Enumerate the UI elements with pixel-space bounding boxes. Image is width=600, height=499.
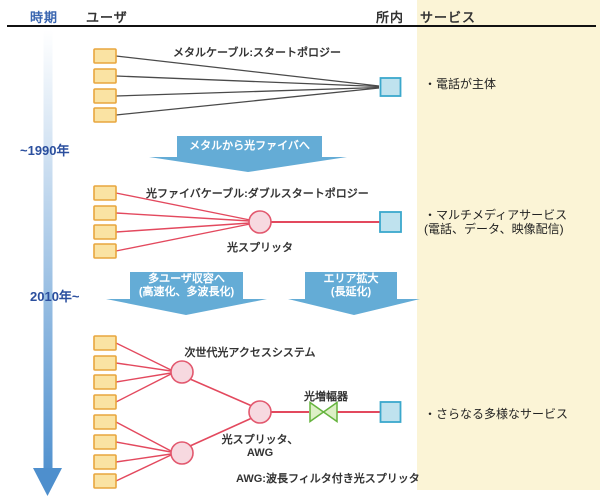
banner-metal-to-fiber-label: メタルから光ファイバへ: [189, 140, 310, 152]
banner-multi-user-line2: (高速化、多波長化): [138, 286, 235, 298]
metal-cable-line: [115, 55, 380, 87]
fiber-line: [115, 373, 172, 403]
optical-splitter-node-lower: [170, 441, 194, 465]
fiber-line: [115, 342, 172, 371]
timeline-label-1990: ~1990年: [20, 143, 70, 158]
splitter-label-stage2: 光スプリッタ: [227, 242, 293, 254]
metal-cable-line: [115, 75, 380, 88]
amplifier-right-triangle: [322, 401, 338, 423]
user-box: [93, 48, 117, 64]
header-divider: [7, 25, 596, 27]
user-box: [93, 374, 117, 390]
timeline-arrow-shaft: [43, 30, 53, 470]
fiber-line: [115, 362, 172, 372]
optical-splitter-awg-node: [248, 400, 272, 424]
metal-cable-line: [115, 87, 380, 116]
service-column-background: [417, 0, 600, 490]
fiber-line: [115, 222, 251, 233]
fiber-line: [115, 223, 251, 252]
column-header-office: 所内: [376, 10, 405, 25]
fiber-line: [115, 212, 251, 222]
service-multimedia-line1: ・マルチメディアサービス: [424, 208, 568, 222]
banner-area-expansion-label: エリア拡大 (長延化): [305, 273, 397, 299]
user-box: [93, 355, 117, 371]
splitter-awg-label: 光スプリッタ、 AWG: [210, 431, 310, 459]
banner-multi-user-label: 多ユーザ収容へ (高速化、多波長化): [130, 273, 243, 299]
fiber-line: [115, 421, 172, 452]
banner-multi-user-line1: 多ユーザ収容へ: [148, 273, 225, 285]
awg-footnote: AWG:波長フィルタ付き光スプリッタ: [236, 473, 420, 485]
office-box-stage1: [379, 77, 402, 97]
stage1-user-boxes: [93, 48, 117, 123]
timeline-arrow-head: [33, 468, 62, 496]
office-box-stage2: [379, 211, 402, 233]
user-box: [93, 205, 117, 221]
user-box: [93, 434, 117, 450]
stage3-title: 次世代光アクセスシステム: [184, 347, 316, 359]
splitter-awg-label-line2: AWG: [246, 447, 274, 459]
metal-cable-line: [115, 86, 380, 97]
fiber-lines-stage2: [115, 192, 380, 252]
fiber-line: [115, 192, 251, 221]
column-header-service: サービス: [420, 10, 477, 25]
user-box: [93, 454, 117, 470]
service-multimedia-line2: (電話、データ、映像配信): [424, 222, 564, 236]
optical-amplifier-icon: [309, 401, 338, 423]
fiber-line: [189, 378, 253, 407]
user-box: [93, 414, 117, 430]
banner-area-expansion-shape: [288, 272, 420, 315]
metal-cable-lines: [115, 55, 380, 116]
fiber-line: [115, 454, 172, 482]
banner-area-line1: エリア拡大: [323, 273, 379, 285]
column-header-user: ユーザ: [86, 10, 128, 25]
service-item-diverse: ・さらなる多様なサービス: [424, 407, 569, 421]
office-box-stage3: [379, 401, 402, 423]
service-item-multimedia: ・マルチメディアサービス (電話、データ、映像配信): [424, 208, 567, 236]
banner-metal-to-fiber-shape: [149, 136, 347, 172]
stage2-title: 光ファイバケーブル:ダブルスタートポロジー: [146, 188, 369, 200]
fiber-lines-stage3: [115, 342, 380, 482]
splitter-awg-label-line1: 光スプリッタ、: [221, 434, 299, 446]
stage2-user-boxes: [93, 185, 117, 259]
fiber-line: [115, 441, 172, 453]
optical-splitter-node-stage2: [248, 210, 272, 234]
user-box: [93, 243, 117, 259]
fiber-line: [189, 417, 253, 447]
user-box: [93, 224, 117, 240]
user-box: [93, 88, 117, 104]
timeline-label-2010: 2010年~: [30, 289, 80, 304]
service-item-telephone: ・電話が主体: [424, 77, 497, 91]
user-box: [93, 68, 117, 84]
user-box: [93, 394, 117, 410]
fiber-line: [115, 453, 172, 463]
banner-area-line2: (長延化): [330, 286, 372, 298]
user-box: [93, 107, 117, 123]
user-box: [93, 335, 117, 351]
banner-multi-user-shape: [106, 272, 267, 315]
user-box: [93, 185, 117, 201]
stage3-user-boxes: [93, 335, 117, 489]
amplifier-left-triangle: [309, 401, 325, 423]
amplifier-label: 光増幅器: [304, 391, 348, 403]
user-box: [93, 473, 117, 489]
optical-splitter-node-upper: [170, 360, 194, 384]
fiber-line: [115, 372, 172, 383]
column-header-time: 時期: [30, 10, 59, 25]
stage1-title: メタルケーブル:スタートポロジー: [173, 47, 342, 59]
